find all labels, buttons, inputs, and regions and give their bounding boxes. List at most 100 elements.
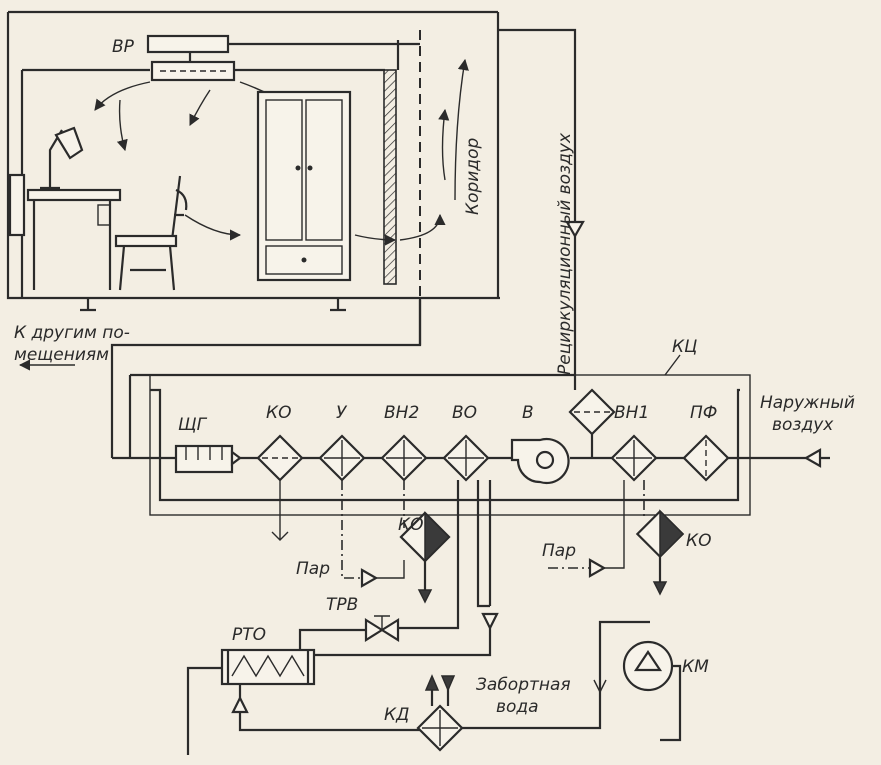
rto-up-arrow (231, 695, 249, 714)
vn1-internal (616, 440, 652, 476)
supply-duct-to-room (110, 298, 422, 458)
chair-legs (118, 245, 176, 291)
label-steam-1: Пар (296, 559, 330, 579)
floor-support-2 (330, 298, 346, 312)
label-other-rooms-2: мещениям (14, 345, 109, 365)
vo-refrig-return (476, 480, 490, 608)
silencer-baffles (185, 446, 223, 460)
silencer-arrow (230, 449, 242, 467)
airflow-arrow-6 (354, 234, 397, 246)
label-trv: ТРВ (326, 595, 358, 615)
label-vr: ВР (112, 37, 135, 57)
label-ko2: КО (398, 515, 423, 535)
label-vn2: ВН2 (384, 403, 419, 423)
trv-valve-right (379, 618, 400, 642)
cabin-room (6, 10, 500, 312)
ko2-outlet-arrow (417, 589, 433, 604)
kc-outer-casing (149, 374, 751, 516)
airflow-arrow-1 (94, 81, 151, 111)
label-pf: ПФ (690, 403, 717, 423)
label-recirc: Рециркуляционный воздух (555, 132, 575, 375)
kd-internal (422, 710, 458, 746)
rto-ends (226, 650, 310, 684)
wardrobe-door-left (265, 99, 303, 241)
airflow-arrow-3 (189, 89, 211, 127)
wardrobe (256, 90, 352, 282)
airflow-arrow-corridor (454, 58, 469, 201)
vn2-internal (386, 440, 422, 476)
chair-back-post (170, 175, 182, 241)
trv-to-rto (298, 628, 366, 650)
desk-drawer (97, 204, 111, 226)
label-seawater-2: вода (496, 697, 539, 717)
ko3-dark-half (659, 509, 685, 559)
refrigeration-circuit: ТРВ РТО КД Забортная вода КМ (186, 480, 709, 755)
label-corridor: Коридор (463, 138, 483, 215)
km-symbol (633, 650, 663, 672)
steam-arrow-1 (360, 568, 379, 588)
steam-arrow-2 (588, 558, 607, 578)
rto-left-line (186, 666, 222, 755)
airflow-arrow-7 (399, 213, 446, 241)
label-outside-2: воздух (772, 415, 834, 435)
wardrobe-knob-left (295, 165, 301, 171)
airflow-arrow-2 (116, 99, 128, 152)
trv-valve-left (364, 618, 385, 642)
wardrobe-drawer-knob (301, 257, 307, 263)
label-ko1: КО (266, 403, 291, 423)
recirc-duct (498, 28, 577, 390)
u-internal (324, 440, 360, 476)
steam-to-u (341, 480, 362, 579)
room-outline-left-bottom (6, 12, 500, 300)
kd-water-arrow-2 (440, 675, 456, 692)
label-vo: ВО (452, 403, 477, 423)
wardrobe-knob-right (307, 165, 313, 171)
kd-water-arrow-1 (424, 674, 440, 691)
vo-refrig-out (398, 480, 460, 630)
label-v: В (522, 403, 534, 423)
kc-inner-casing (150, 388, 740, 502)
desk (8, 126, 122, 290)
room-airflow (94, 58, 469, 246)
refrig-to-rto (314, 628, 492, 657)
ko1-drain-fork (271, 531, 289, 541)
label-vn1: ВН1 (614, 403, 649, 423)
label-shg: ЩГ (178, 415, 208, 435)
airflow-arrow-corridor-2 (438, 108, 450, 181)
steam-u-return (376, 560, 405, 579)
filter-pf (682, 434, 730, 482)
label-km: КМ (682, 657, 709, 677)
fan-v-hub (535, 450, 555, 470)
label-other-rooms-1: К другим по- (14, 323, 130, 343)
ko3-outlet-arrow (652, 581, 668, 596)
vo-internal (448, 440, 484, 476)
floor-support-1 (80, 298, 96, 312)
desk-top (26, 188, 122, 202)
kc-leader (664, 354, 681, 376)
steam-vn1-feed (604, 480, 625, 569)
rto-coil (231, 654, 305, 678)
vr-duct-box (146, 34, 230, 54)
chair-seat (114, 234, 178, 248)
wardrobe-door-right (305, 99, 343, 241)
trv-stem (374, 615, 390, 630)
kd-to-km (462, 620, 650, 730)
label-rto: РТО (232, 625, 266, 645)
ko2-dark-half (424, 511, 451, 563)
chair (114, 175, 188, 291)
label-kc: КЦ (672, 337, 697, 357)
air-distributor-vr: ВР (112, 34, 420, 82)
label-ko3: КО (686, 531, 711, 551)
recirc-flow-arrow (565, 220, 585, 239)
wardrobe-drawer (265, 245, 343, 275)
silencer-shg (174, 444, 234, 474)
kd-line-arrow (593, 679, 607, 694)
air-handling-unit-kc: КЦ Наружный воздух ЩГ КО У ВН2 ВО В (112, 337, 855, 516)
label-outside-1: Наружный (760, 393, 855, 413)
label-steam-2: Пар (542, 541, 576, 561)
label-kd: КД (384, 705, 409, 725)
airflow-arrow-5 (184, 214, 242, 241)
outside-air-arrow (803, 448, 822, 468)
